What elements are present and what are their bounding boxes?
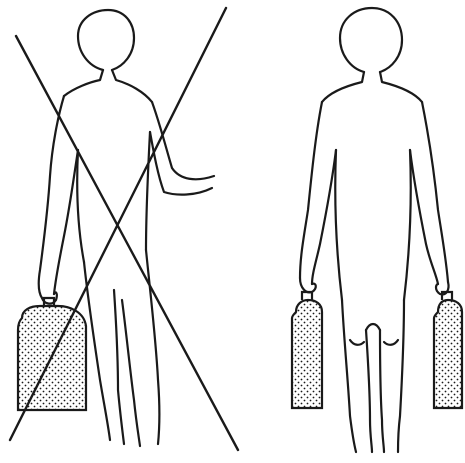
right-bag-right: [434, 292, 462, 408]
left-head: [78, 10, 134, 70]
left-leg-inner-right: [122, 300, 140, 446]
right-leg-outer-left: [342, 300, 356, 452]
right-knee-left: [350, 340, 364, 345]
left-leg-outer-left: [84, 262, 110, 440]
left-leg-inner-left: [114, 290, 124, 444]
right-crotch: [366, 324, 380, 330]
right-bag-left: [292, 292, 322, 408]
right-leg-inner-left: [366, 330, 372, 452]
right-head: [340, 8, 402, 72]
right-arm-left-inner: [312, 150, 336, 284]
right-hand-left: [300, 278, 316, 292]
figure-incorrect: [10, 8, 238, 450]
left-neck-shoulders: [64, 70, 152, 102]
right-torso-right: [404, 150, 411, 300]
left-arm-raised: [152, 102, 214, 179]
right-arm-right-outer: [422, 102, 448, 282]
left-torso-right: [146, 132, 150, 250]
figure-correct: [292, 8, 462, 452]
right-neck-shoulders: [322, 72, 422, 102]
right-knee-right: [384, 340, 398, 345]
left-torso-left: [77, 150, 84, 262]
right-bag-right-body: [434, 300, 462, 408]
right-bag-left-body: [292, 300, 322, 408]
right-leg-inner-right: [380, 330, 384, 452]
left-arm-down: [39, 96, 64, 298]
right-leg-outer-right: [398, 300, 404, 452]
right-torso-left: [335, 150, 342, 300]
left-arm-inner: [54, 150, 78, 294]
left-leg-outer-right: [146, 250, 160, 444]
